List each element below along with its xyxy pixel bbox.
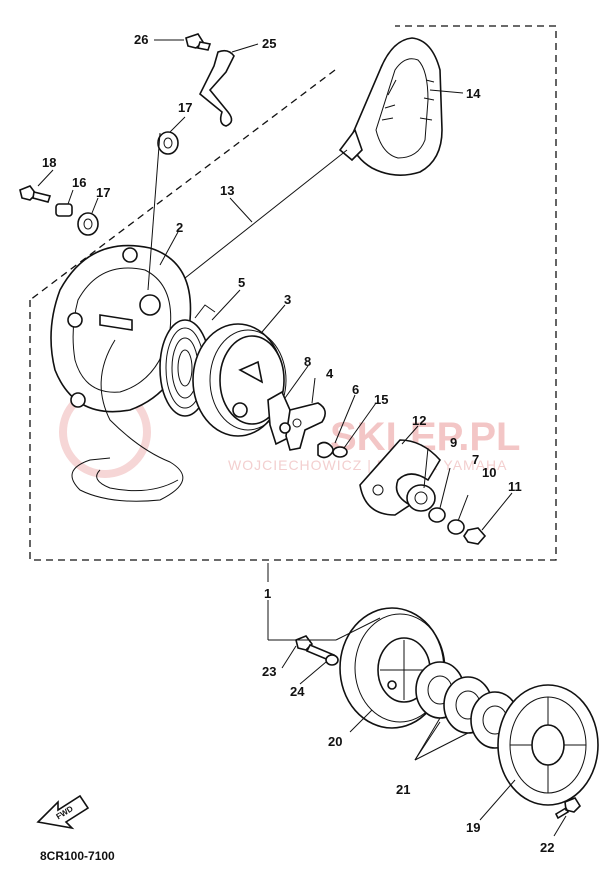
bolt-22 <box>554 797 582 820</box>
starter-case <box>50 244 192 413</box>
callout-2: 2 <box>176 220 183 235</box>
callout-24: 24 <box>290 684 305 699</box>
rope-loop <box>71 339 184 502</box>
friction-plate <box>359 439 441 516</box>
callout-9: 9 <box>450 435 457 450</box>
callout-7: 7 <box>472 452 479 467</box>
bracket-and-bolt <box>185 33 235 127</box>
diagram-code: 8CR100-7100 <box>40 849 115 863</box>
shims <box>415 661 520 749</box>
washer-15 <box>332 446 348 458</box>
callout-1: 1 <box>264 586 271 601</box>
small-fasteners-left <box>19 131 179 236</box>
callout-17-left: 17 <box>96 185 110 200</box>
callout-8: 8 <box>304 354 311 369</box>
callout-25: 25 <box>262 36 276 51</box>
callout-21: 21 <box>396 782 410 797</box>
pawl-assembly <box>267 390 326 451</box>
callout-13: 13 <box>220 183 234 198</box>
fwd-arrow-icon: FWD <box>36 794 90 830</box>
rope-loop-inner <box>96 469 179 492</box>
callout-18: 18 <box>42 155 56 170</box>
starter-handle <box>338 37 443 176</box>
callouts: 1 2 3 4 5 6 7 8 9 10 11 12 13 14 15 16 1… <box>42 32 554 855</box>
callout-16: 16 <box>72 175 86 190</box>
callout-22: 22 <box>540 840 554 855</box>
callout-11: 11 <box>508 479 522 494</box>
assembly-outline <box>29 25 557 561</box>
callout-4: 4 <box>326 366 334 381</box>
starter-rope <box>179 149 348 283</box>
washer-stack <box>406 484 487 545</box>
callout-19: 19 <box>466 820 480 835</box>
callout-20: 20 <box>328 734 342 749</box>
cover-plate <box>497 684 599 806</box>
callout-15: 15 <box>374 392 388 407</box>
leader-lines <box>37 39 567 837</box>
callout-6: 6 <box>352 382 359 397</box>
callout-10: 10 <box>482 465 496 480</box>
callout-5: 5 <box>238 275 245 290</box>
callout-17-top: 17 <box>178 100 192 115</box>
watermark-sub: WOJCIECHOWICZ | DEALER YAMAHA <box>228 457 507 473</box>
callout-14: 14 <box>466 86 481 101</box>
callout-3: 3 <box>284 292 291 307</box>
callout-26: 26 <box>134 32 148 47</box>
callout-12: 12 <box>412 413 426 428</box>
callout-23: 23 <box>262 664 276 679</box>
pawl-spring <box>317 441 334 459</box>
rope-pulley <box>192 323 287 437</box>
